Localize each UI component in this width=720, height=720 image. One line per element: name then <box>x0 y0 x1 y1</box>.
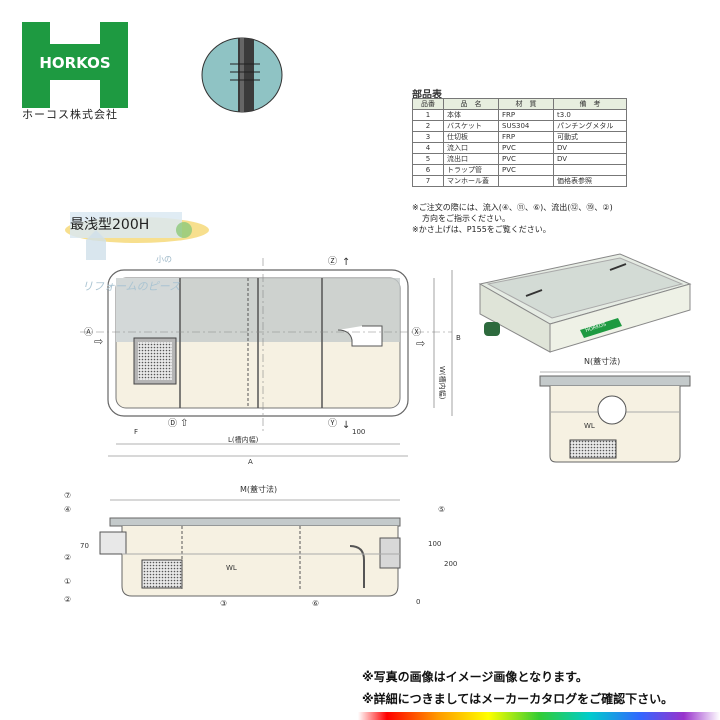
header-cell: 備 考 <box>553 98 627 110</box>
elev-wl-label: WL <box>226 564 237 572</box>
company-name: ホーコス株式会社 <box>22 108 118 121</box>
table-cell: FRP <box>498 131 554 143</box>
m-lid-dim: M(蓋寸法) <box>240 484 277 494</box>
svg-text:↓: ↓ <box>342 420 350 431</box>
n-lid-dim: N(蓋寸法) <box>584 356 620 366</box>
section-wl-label: WL <box>584 422 595 430</box>
table-cell: 7 <box>412 175 444 187</box>
table-cell: 4 <box>412 142 444 154</box>
table-cell: PVC <box>498 153 554 165</box>
watermark-name: リフォームのピース <box>82 280 181 293</box>
callout-2a: ② <box>64 553 71 562</box>
callout-7: ⑦ <box>64 491 71 500</box>
table-cell: PVC <box>498 142 554 154</box>
callout-2b: ② <box>64 595 71 604</box>
table-cell: 可動式 <box>553 131 627 143</box>
table-cell: トラップ管 <box>443 164 499 176</box>
callout-4: ④ <box>64 505 71 514</box>
parts-table: 品番 品 名 材 質 備 考 1 本体 FRP t3.0 2 バスケット SUS… <box>412 98 627 187</box>
port-y-label: Ⓨ <box>328 418 337 429</box>
logo-text: HORKOS <box>39 54 110 72</box>
port-x-label: Ⓧ <box>412 327 421 338</box>
table-row: 5 流出口 PVC DV <box>412 153 627 165</box>
partition-photo <box>201 37 283 113</box>
table-cell: 流出口 <box>443 153 499 165</box>
tank-isometric-view: HORKOS <box>478 253 692 353</box>
table-cell: FRP <box>498 109 554 121</box>
dim-200: 200 <box>444 560 457 568</box>
table-cell: 6 <box>412 164 444 176</box>
plan-view-diagram: Ⓐ ⇨ Ⓧ ⇨ Ⓩ ↑ Ⓨ ↓ Ⓓ ⇧ W(槽内幅) B L(槽内幅) A F … <box>80 256 461 466</box>
parts-table-title: 部品表 <box>412 90 442 101</box>
header-cell: 品番 <box>412 98 444 110</box>
table-row: 2 バスケット SUS304 パンチングメタル <box>412 120 627 132</box>
a-dim: A <box>248 458 253 466</box>
svg-text:↑: ↑ <box>342 257 350 268</box>
horkos-logo: HORKOS <box>22 22 128 108</box>
model-label: 最浅型200H <box>70 217 150 233</box>
table-cell: 流入口 <box>443 142 499 154</box>
rainbow-bar <box>358 712 720 720</box>
l-inner-dim: L(槽内幅) <box>228 435 259 444</box>
table-cell: 本体 <box>443 109 499 121</box>
svg-text:⇨: ⇨ <box>416 337 425 350</box>
table-row: 1 本体 FRP t3.0 <box>412 109 627 121</box>
table-cell: 仕切板 <box>443 131 499 143</box>
dim-100-elev: 100 <box>428 540 441 548</box>
order-note-2: 方向をご指示ください。 <box>422 214 510 223</box>
port-z-label: Ⓩ <box>328 256 337 267</box>
parts-table-header: 品番 品 名 材 質 備 考 <box>412 98 627 110</box>
f-dim: F <box>134 428 138 436</box>
dim-100: 100 <box>352 428 365 436</box>
table-cell: 3 <box>412 131 444 143</box>
header-cell: 材 質 <box>498 98 554 110</box>
table-cell <box>553 164 627 176</box>
callout-5: ⑤ <box>438 505 445 514</box>
table-cell: PVC <box>498 164 554 176</box>
table-row: 6 トラップ管 PVC <box>412 164 627 176</box>
table-cell: 2 <box>412 120 444 132</box>
table-cell: マンホール蓋 <box>443 175 499 187</box>
table-cell: バスケット <box>443 120 499 132</box>
table-cell: 5 <box>412 153 444 165</box>
dim-70: 70 <box>80 542 89 550</box>
table-cell: DV <box>553 153 627 165</box>
table-cell: パンチングメタル <box>553 120 627 132</box>
port-a-label: Ⓐ <box>84 327 93 338</box>
callout-6: ⑥ <box>312 599 319 608</box>
watermark-small: 小の <box>156 255 172 264</box>
callout-3: ③ <box>220 599 227 608</box>
svg-text:⇨: ⇨ <box>94 335 103 348</box>
port-d-label: Ⓓ <box>168 418 177 429</box>
raise-note: ※かさ上げは、P155をご覧ください。 <box>412 225 551 234</box>
table-cell: DV <box>553 142 627 154</box>
section-view-diagram: N(蓋寸法) WL <box>539 356 691 463</box>
header-cell: 品 名 <box>443 98 499 110</box>
table-row: 7 マンホール蓋 価格表参照 <box>412 175 627 187</box>
callout-1: ① <box>64 577 71 586</box>
table-cell: t3.0 <box>553 109 627 121</box>
disclaimer-image: ※写真の画像はイメージ画像となります。 <box>362 670 588 684</box>
disclaimer-catalog: ※詳細につきましてはメーカーカタログをご確認下さい。 <box>362 692 674 706</box>
table-cell <box>498 175 554 187</box>
elevation-view-diagram: M(蓋寸法) WL 70 100 200 0 ⑦ ④ ② ① ② ③ ⑥ ⑤ <box>64 484 457 608</box>
model-banner <box>65 212 209 260</box>
b-dim: B <box>456 334 461 342</box>
svg-text:⇧: ⇧ <box>180 418 188 429</box>
table-row: 4 流入口 PVC DV <box>412 142 627 154</box>
table-row: 3 仕切板 FRP 可動式 <box>412 131 627 143</box>
order-note: ※ご注文の際には、流入(④、⑪、⑥)、流出(⑫、⑲、②) <box>412 203 613 212</box>
table-cell: 1 <box>412 109 444 121</box>
w-inner-dim: W(槽内幅) <box>438 366 447 400</box>
table-cell: SUS304 <box>498 120 554 132</box>
dim-zero: 0 <box>416 598 420 606</box>
table-cell: 価格表参照 <box>553 175 627 187</box>
